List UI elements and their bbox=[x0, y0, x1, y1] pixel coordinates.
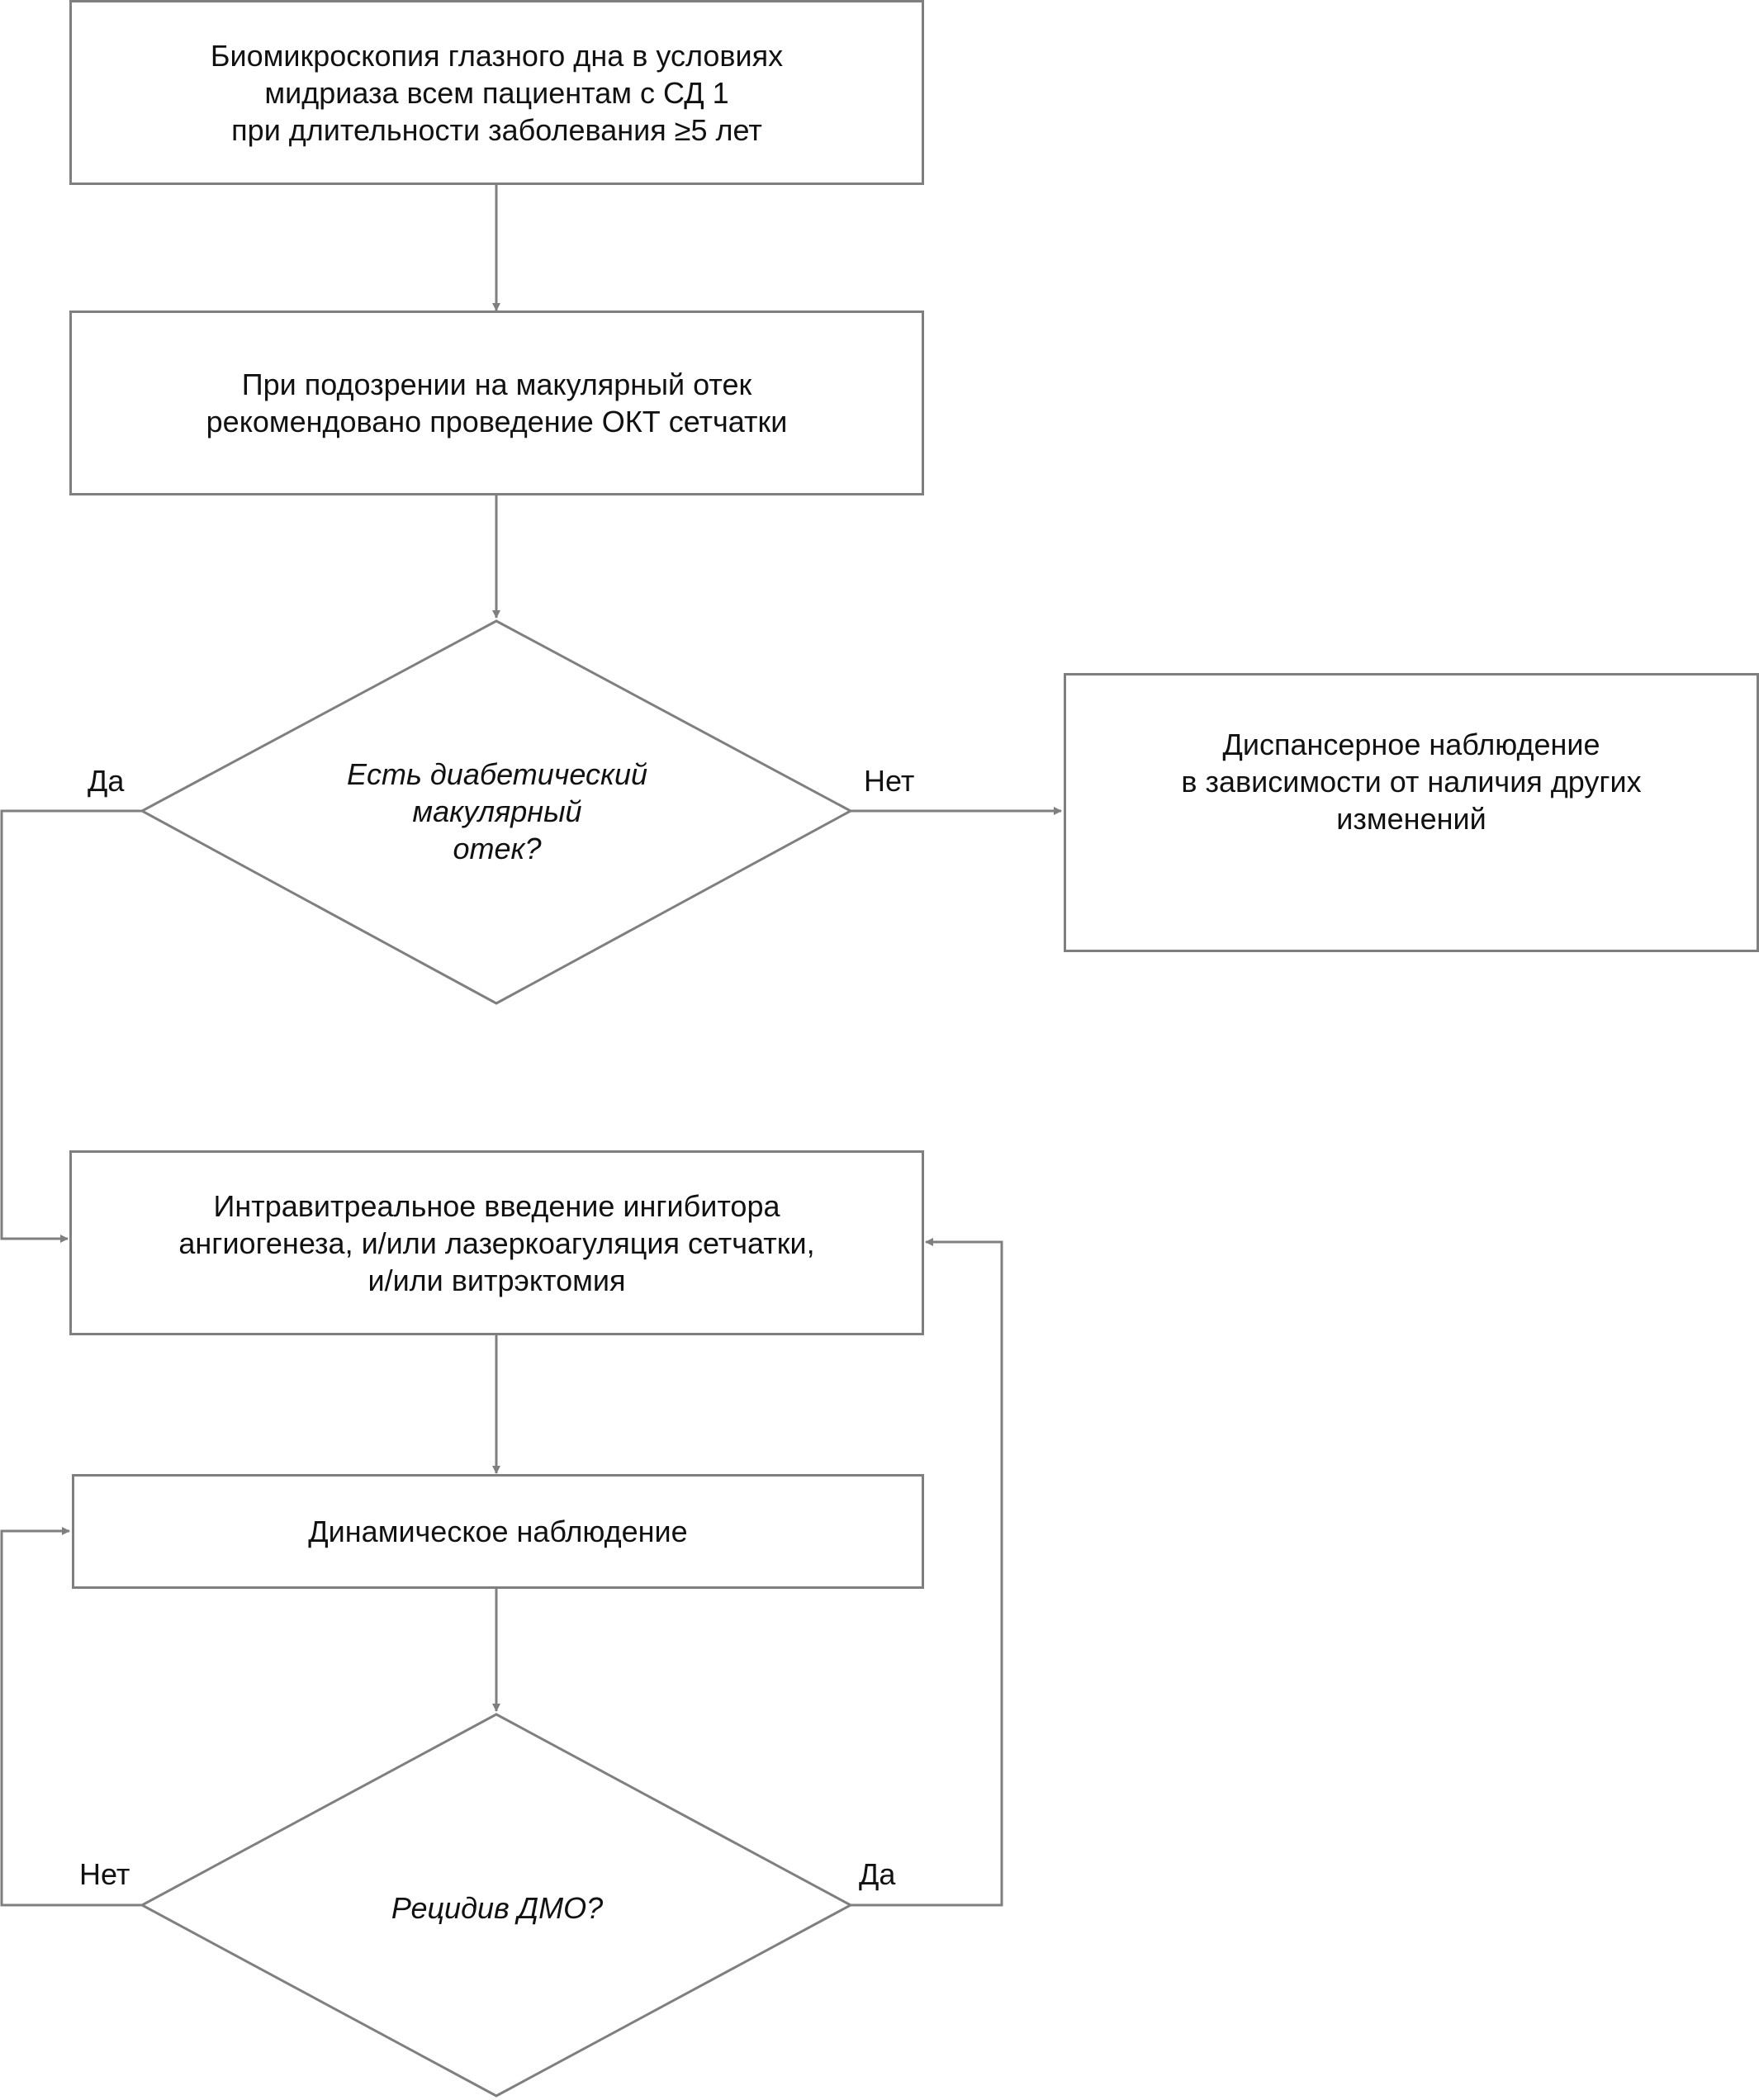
treatment-box: Интравитреальное введение ингибитора анг… bbox=[69, 1150, 924, 1335]
observation-text: Динамическое наблюдение bbox=[308, 1515, 688, 1548]
label-relapse-no: Нет bbox=[79, 1857, 130, 1891]
relapse-question-text: Рецидив ДМО? bbox=[391, 1890, 604, 1925]
decision-diamond-dme bbox=[139, 619, 854, 1005]
screening-box: Биомикроскопия глазного дна в условиях м… bbox=[69, 0, 924, 185]
treatment-text: Интравитреальное введение ингибитора анг… bbox=[178, 1188, 815, 1297]
label-relapse-yes: Да bbox=[859, 1857, 896, 1891]
arrow-relapse-no-to-observation bbox=[0, 1527, 142, 1907]
observation-box: Динамическое наблюдение bbox=[72, 1474, 924, 1589]
dispensary-box: Диспансерное наблюдение в зависимости от… bbox=[1064, 673, 1759, 952]
oct-text: При подозрении на макулярный отек рекоме… bbox=[206, 367, 788, 438]
label-dme-yes: Да bbox=[88, 764, 125, 798]
arrow-decision-yes-to-treatment bbox=[0, 809, 142, 1243]
dispensary-text: Диспансерное наблюдение в зависимости от… bbox=[1181, 728, 1642, 836]
dme-question-text: Есть диабетический макулярный отек? bbox=[346, 756, 648, 865]
label-dme-no: Нет bbox=[864, 764, 915, 798]
decision-diamond-relapse bbox=[139, 1713, 854, 2098]
arrow-relapse-yes-to-treatment bbox=[851, 1238, 1003, 1907]
oct-box: При подозрении на макулярный отек рекоме… bbox=[69, 310, 924, 495]
screening-text: Биомикроскопия глазного дна в условиях м… bbox=[210, 38, 784, 147]
